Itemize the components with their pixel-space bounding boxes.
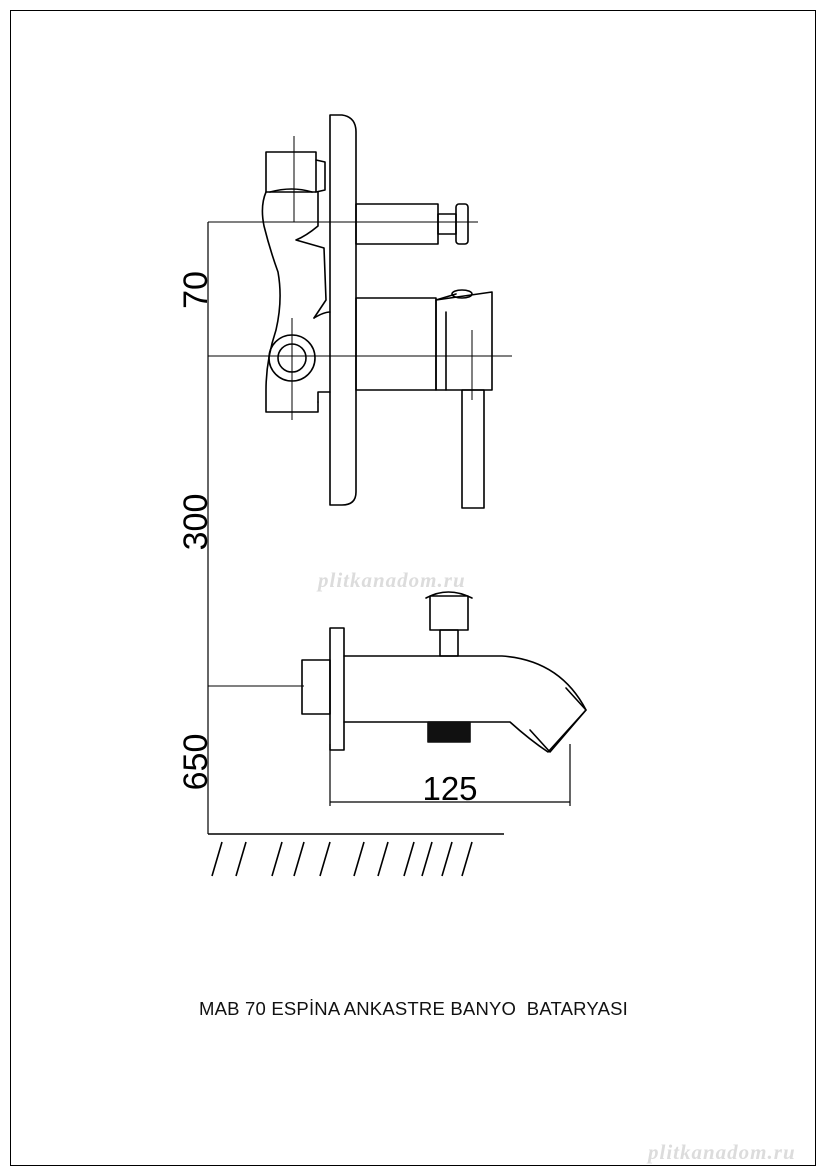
mixer-body <box>261 114 493 509</box>
spout-thread <box>427 721 471 743</box>
mixer-casting <box>261 191 319 413</box>
center-lines <box>208 136 512 687</box>
dimension-lines <box>207 222 571 834</box>
cartridge-sleeve <box>355 297 437 391</box>
mixer-cover-plate <box>329 114 357 506</box>
diverter-rod <box>355 203 439 245</box>
lever-handle <box>461 389 485 509</box>
watermark-center: plitkanadom.ru <box>318 568 466 592</box>
dimension-label-300: 300 <box>177 494 215 551</box>
page-frame <box>10 10 816 1166</box>
spout-diverter-knob <box>429 595 469 631</box>
lever-head <box>435 291 493 391</box>
spout <box>301 591 587 753</box>
drawing-caption: MAB 70 ESPİNA ANKASTRE BANYO BATARYASI <box>199 998 628 1019</box>
spout-flange <box>329 627 345 751</box>
floor-line <box>208 833 504 877</box>
watermark-corner: plitkanadom.ru <box>648 1140 796 1164</box>
spout-nut <box>301 659 331 715</box>
dimension-label-650: 650 <box>177 734 215 791</box>
dimension-label-125: 125 <box>422 770 477 807</box>
dimension-label-70: 70 <box>177 271 215 309</box>
top-knob <box>265 151 317 193</box>
